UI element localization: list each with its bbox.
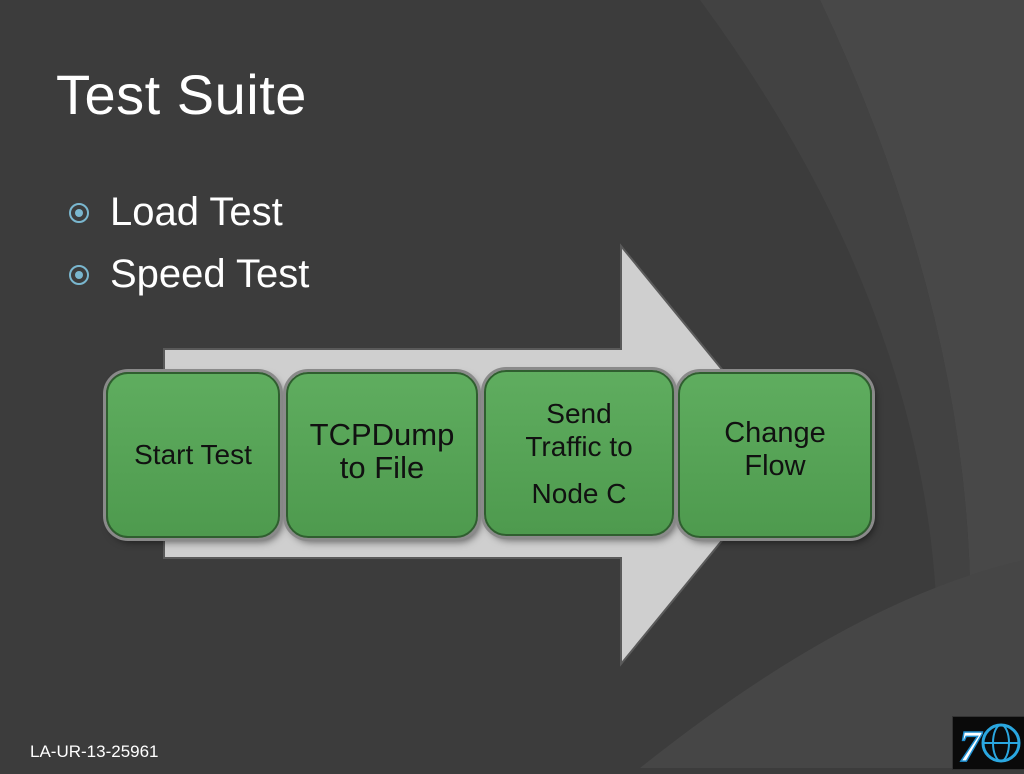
circle-bullet-icon — [69, 203, 89, 223]
logo-text: 7 — [959, 722, 983, 769]
bullet-text: Load Test — [110, 190, 283, 234]
step-label: Node C — [531, 477, 627, 509]
slide-title: Test Suite — [56, 63, 307, 126]
step-label: Flow — [744, 450, 806, 482]
step-label: to File — [339, 450, 425, 485]
bullet-text: Speed Test — [110, 252, 310, 296]
step-start-test: Start Test — [106, 372, 280, 538]
bullet-list: Load Test Speed Test — [66, 188, 309, 312]
step-label: Change — [724, 417, 826, 449]
step-label: Start Test — [134, 439, 252, 470]
bullet-item-load-test: Load Test — [66, 188, 309, 250]
step-change-flow: Change Flow — [678, 372, 872, 538]
step-send-traffic: Send Traffic to Node C — [484, 370, 674, 536]
step-label: Send — [546, 397, 612, 429]
circle-bullet-icon — [69, 265, 89, 285]
bullet-item-speed-test: Speed Test — [66, 250, 309, 312]
globe-logo-icon: 7 — [952, 716, 1024, 772]
step-tcpdump-to-file: TCPDump to File — [286, 372, 478, 538]
footer-id: LA-UR-13-25961 — [30, 742, 159, 761]
step-label: TCPDump — [309, 417, 455, 452]
step-label: Traffic to — [525, 430, 633, 462]
